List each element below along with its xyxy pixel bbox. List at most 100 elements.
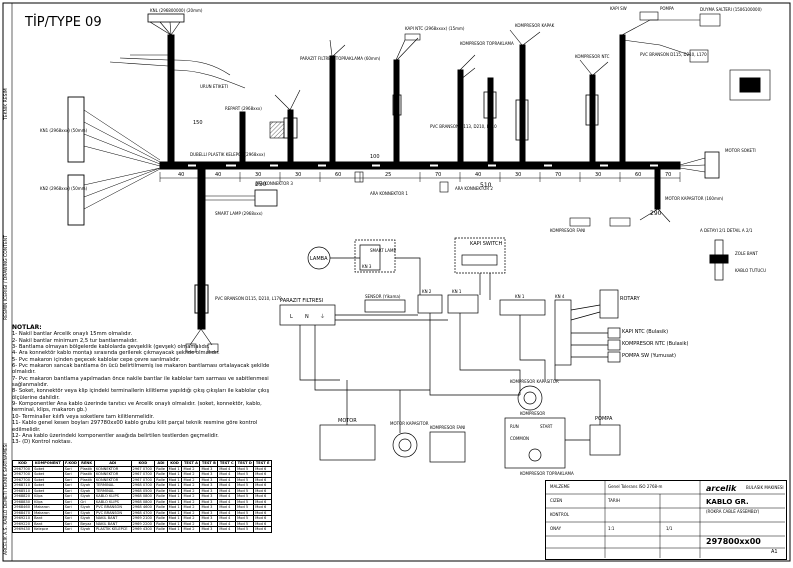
table-cell: 2968470: [11, 509, 34, 516]
parts-table-header-cell: ADI: [154, 460, 168, 467]
label-kompresor-ntc: KOMPRESOR NTC: [575, 54, 610, 59]
label-top-left-tag: KNL (296800000) (20mm): [150, 8, 203, 13]
table-cell: 2968 4600: [130, 504, 156, 511]
table-cell: Mod 6: [253, 476, 272, 483]
note-item: 2- Nakil bantlar minimum 2,5 tur bantlan…: [12, 337, 138, 344]
table-cell: Mod 5: [235, 493, 255, 500]
table-cell: 2967 0700: [130, 471, 156, 478]
table-cell: Mod 2: [181, 498, 201, 505]
main-trunk: [159, 161, 681, 170]
label-kompresor-tprk: KOMPRESOR TOPRAKLAMA: [460, 41, 514, 46]
table-cell: Plastik: [78, 465, 95, 472]
note-item: 13- (D) Kontrol noktası.: [12, 439, 73, 446]
parts-table-header-cell: TEST A: [181, 460, 201, 467]
label-kompresor-fani: KOMPRESOR FANI: [550, 228, 585, 233]
table-cell: 2968460: [11, 504, 34, 511]
tb-drawn: CIZEN: [550, 498, 563, 503]
label-smart-lamp-top: SMART LAMP (2968xxx): [215, 211, 263, 216]
table-cell: 2968710: [11, 482, 34, 489]
drawing-title: TİP/TYPE 09: [24, 14, 102, 30]
harness-component-labels: KNL (296800000) (20mm) KN1 (2968xxx) (50…: [40, 6, 766, 301]
sch-parazit-filtresi: PARAZIT FILTRESI: [280, 298, 323, 304]
tb-division: BULASIK MAKINESI: [746, 485, 784, 490]
table-cell: Kelepce: [32, 526, 64, 533]
dim-4: 30: [255, 172, 261, 178]
parts-table-header-cell: KOMPONENT: [32, 460, 64, 467]
table-cell: PLASTIK KELEPCE: [93, 526, 132, 533]
label-kapi-sw: KAPI SW: [610, 6, 627, 11]
table-cell: Mod 2: [181, 504, 201, 511]
table-cell: Rolle: [154, 487, 168, 494]
note-item: 7- Pvc makaron bantlama yapılmadan önce …: [12, 375, 269, 389]
sch-common: COMMON: [510, 436, 529, 441]
table-cell: Rolle: [154, 476, 168, 483]
label-pvc-branson-2: PVC BRANSON D113, D210, L140: [430, 124, 497, 129]
table-cell: Mod 2: [181, 465, 201, 472]
dim-total-2: 510: [480, 182, 492, 189]
label-motor-kapasitor: MOTOR KAPASITOR (160mm): [665, 196, 724, 201]
table-cell: 2967 0700: [130, 465, 156, 472]
note-item: 3- Bantlama olmayan bölgelerde kablolard…: [12, 344, 210, 351]
sch-start: START: [540, 424, 553, 429]
table-cell: Mod 1: [166, 526, 183, 533]
parts-table-header-cell: TEST B: [199, 460, 219, 467]
sch-lamba: LAMBA: [310, 256, 328, 262]
table-cell: Sari: [62, 504, 80, 511]
tb-revision: A1: [771, 549, 778, 555]
table-cell: Sari: [62, 482, 80, 489]
dim-8: 70: [435, 172, 441, 178]
table-cell: Plastik: [78, 471, 95, 478]
table-cell: Mod 3: [199, 471, 219, 478]
sch-kompresor-topraklama: KOMPRESOR TOPRAKLAMA: [520, 471, 574, 476]
harness: [67, 11, 771, 353]
table-cell: 2967700: [11, 476, 34, 483]
label-pvc-branson-1: PVC BRANSON D115, D210, L170: [215, 296, 282, 301]
table-cell: Mod 3: [199, 493, 219, 500]
table-cell: 2968 0800: [130, 493, 156, 500]
tb-company-logo: arcelik: [706, 484, 737, 493]
table-cell: Mod 5: [235, 476, 255, 483]
tb-drawing-no: 297800xx00: [706, 537, 761, 546]
table-cell: Sari: [62, 493, 80, 500]
note-item: 11- Kablo genel kesen boyları 297780xx00…: [12, 420, 258, 433]
table-cell: Mod 3: [199, 476, 219, 483]
table-cell: 2969210: [11, 515, 34, 522]
dim-11: 30: [515, 172, 521, 178]
table-cell: Mod 2: [181, 471, 201, 478]
parts-table-header-cell: KOD: [11, 460, 34, 467]
table-cell: Mod 2: [181, 487, 201, 494]
table-cell: Mod 6: [253, 482, 272, 489]
parts-table-header-cell: TEST C: [217, 460, 237, 467]
table-cell: 2968 0700: [130, 482, 156, 489]
notes-title: NOTLAR:: [12, 324, 42, 331]
title-block: MALZEME Genel Tolerans ISO 2768-m arceli…: [545, 480, 787, 560]
label-kompresor-kapak: KOMPRESOR KAPAK: [515, 23, 555, 28]
label-ara-konnektor-1: ARA KONNEKTOR 1: [370, 191, 408, 196]
note-item: 5- Pvc makaron içinden geçecek kablolar …: [12, 356, 181, 363]
table-cell: Mod 3: [199, 487, 219, 494]
sch-l: L: [290, 314, 293, 320]
title-block-lines: [545, 480, 785, 558]
schematic-labels: LAMBA KN 3 SMART LAMP KAPI SWITCH PARAZI…: [280, 241, 689, 476]
tb-approved: ONAY: [550, 526, 562, 531]
table-cell: Mod 5: [235, 487, 255, 494]
table-cell: Mod 6: [253, 471, 272, 478]
table-cell: 2967700: [11, 471, 34, 478]
table-cell: Mod 5: [235, 504, 255, 511]
table-cell: Sari: [62, 487, 80, 494]
tb-checked: KONTROL: [550, 512, 570, 517]
parts-table-header-cell: TEST E: [253, 460, 272, 467]
sch-kn1b: KN 1: [515, 294, 525, 299]
table-cell: 2967 0700: [130, 476, 156, 483]
sch-n: N: [305, 314, 309, 320]
table-cell: Mod 5: [235, 471, 255, 478]
table-cell: Mod 6: [253, 465, 272, 472]
